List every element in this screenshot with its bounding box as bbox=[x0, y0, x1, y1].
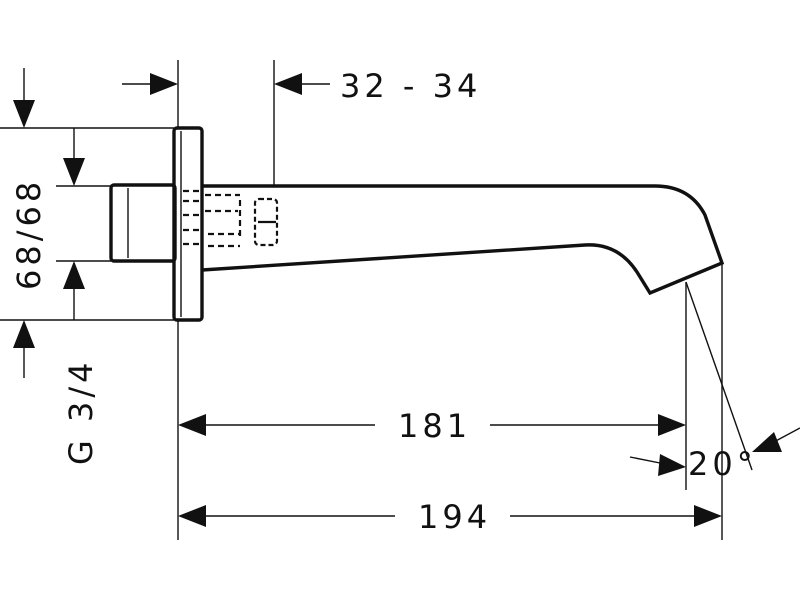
flange bbox=[172, 126, 204, 322]
flange-heights-label: 68/68 bbox=[10, 178, 48, 290]
arrow-left-icon bbox=[178, 505, 206, 527]
arrow-right-icon bbox=[150, 73, 178, 95]
wall-connector bbox=[109, 183, 177, 263]
arrow-down-icon bbox=[63, 158, 85, 186]
arrow-left-icon bbox=[274, 73, 302, 95]
arrow-left-icon bbox=[178, 414, 206, 436]
outlet-length-dimension: 181 bbox=[178, 407, 686, 445]
spout-angle-label: 20° bbox=[688, 445, 757, 483]
arrow-left-icon bbox=[752, 432, 782, 452]
flange-height-outer-dimension bbox=[13, 68, 35, 378]
arrow-right-icon bbox=[658, 454, 686, 476]
outlet-length-label: 181 bbox=[398, 407, 471, 445]
spout-angle-dimension: 20° bbox=[629, 427, 800, 483]
arrow-right-icon bbox=[658, 414, 686, 436]
total-length-dimension: 194 bbox=[178, 498, 722, 536]
wall-range-label: 32 - 34 bbox=[340, 67, 481, 105]
total-length-label: 194 bbox=[418, 498, 491, 536]
arrow-up-icon bbox=[13, 320, 35, 348]
arrow-down-icon bbox=[13, 100, 35, 128]
arrow-up-icon bbox=[63, 261, 85, 289]
spout-body bbox=[201, 184, 725, 296]
fixing-mechanism bbox=[183, 189, 279, 248]
wall-thickness-dimension: 32 - 34 bbox=[122, 67, 481, 105]
connector-height-dimension bbox=[63, 128, 85, 320]
arrow-right-icon bbox=[694, 505, 722, 527]
thread-size-label: G 3/4 bbox=[62, 359, 100, 465]
extension-lines bbox=[0, 60, 753, 540]
